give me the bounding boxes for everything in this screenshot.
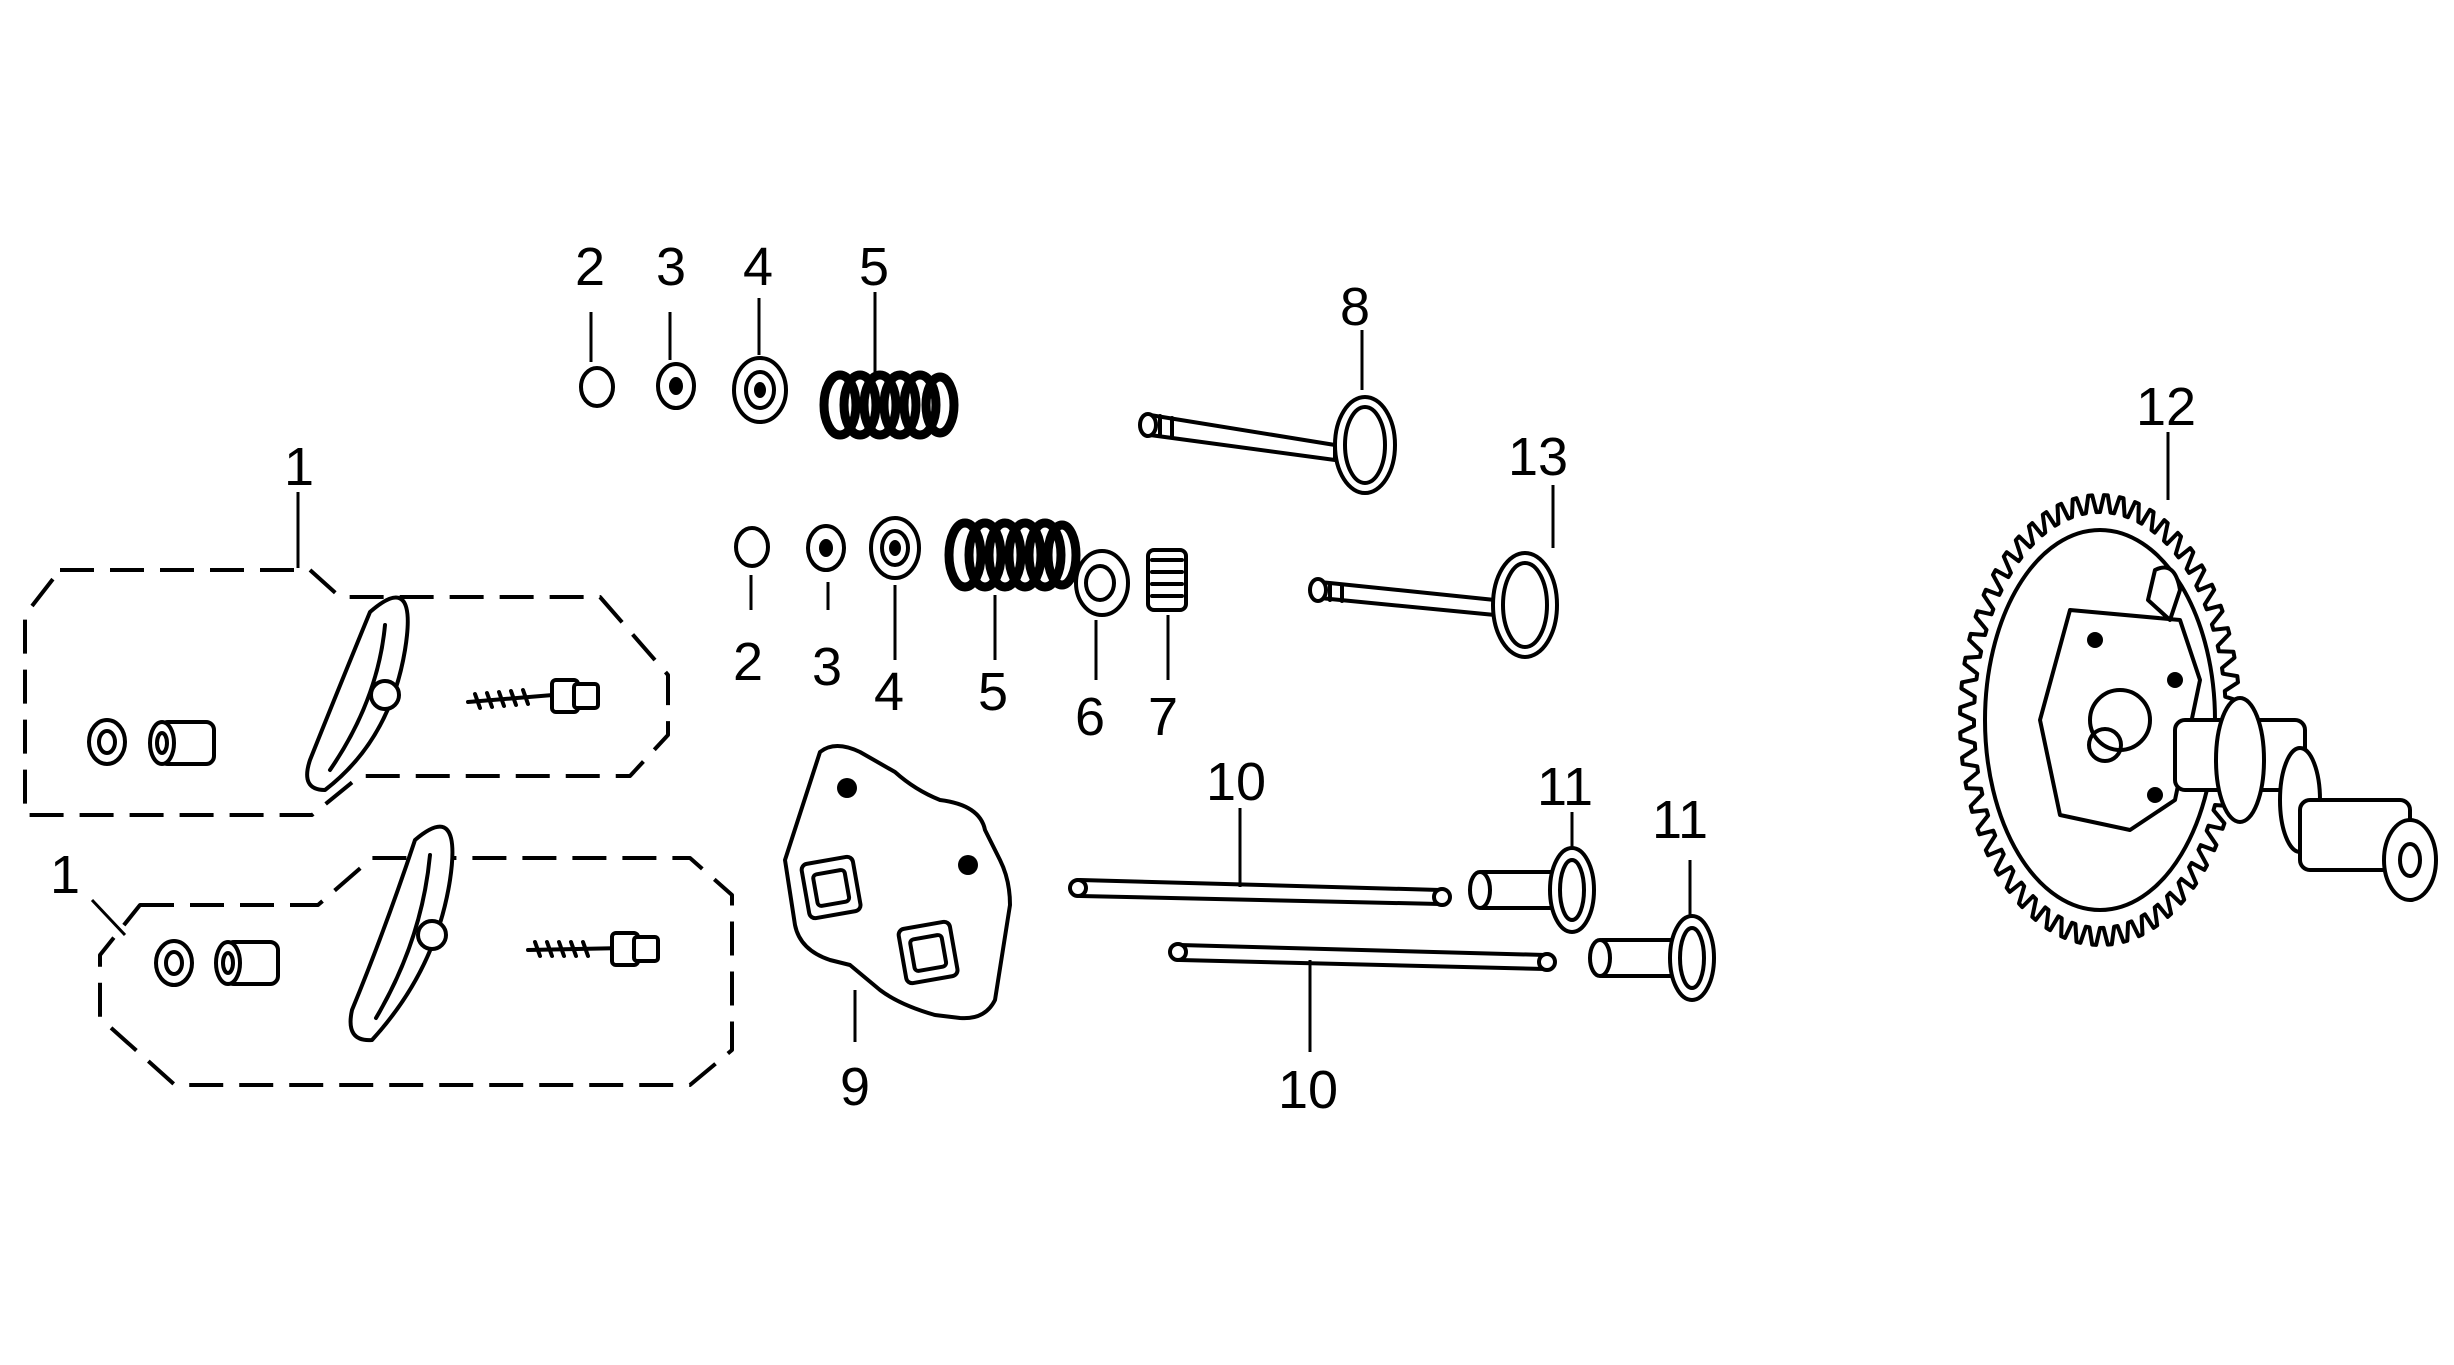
callout-10-lower: 10 <box>1278 1060 1338 1120</box>
rocker-arm-upper <box>305 595 410 792</box>
valve-retainer-clip-lower <box>806 524 846 610</box>
rocker-nut-upper <box>87 718 127 766</box>
spring-retainer-upper <box>732 298 788 424</box>
spring-retainer-lower <box>869 516 921 660</box>
callout-8: 8 <box>1340 277 1370 337</box>
exhaust-valve <box>1308 485 1559 659</box>
rocker-nut-lower <box>154 939 194 987</box>
callout-10-upper: 10 <box>1206 752 1266 812</box>
camshaft-gear <box>1958 432 2438 947</box>
callout-3-upper: 3 <box>656 237 686 297</box>
callout-6: 6 <box>1075 687 1105 747</box>
callout-4-lower: 4 <box>874 662 904 722</box>
tappet-upper <box>1468 812 1596 934</box>
tappet-lower <box>1588 860 1716 1002</box>
callout-1-upper: 1 <box>284 437 314 497</box>
rocker-stud-upper <box>466 678 600 714</box>
valve-spring-seat <box>1074 549 1130 680</box>
callout-1-lower: 1 <box>50 845 80 905</box>
valve-cotter-lower <box>734 526 770 610</box>
push-rod-upper <box>1068 808 1452 907</box>
callout-5-upper: 5 <box>859 237 889 297</box>
rocker-assembly-lower-outline <box>98 856 734 1087</box>
push-rod-lower <box>1168 942 1557 1052</box>
valve-spring-upper <box>819 292 959 440</box>
callout-2-upper: 2 <box>575 237 605 297</box>
rocker-pivot-upper <box>148 720 216 766</box>
callout-7: 7 <box>1148 687 1178 747</box>
valve-guide-plate <box>783 744 1012 1042</box>
rocker-assembly-upper-outline <box>23 568 670 817</box>
valve-spring-lower <box>944 518 1081 660</box>
callout-11-upper: 11 <box>1537 757 1593 817</box>
valve-retainer-clip-upper <box>656 312 696 410</box>
leader-1-lower <box>90 898 127 937</box>
callout-2-lower: 2 <box>733 632 763 692</box>
callout-9: 9 <box>840 1057 870 1117</box>
callout-13: 13 <box>1508 427 1568 487</box>
valve-cotter-upper <box>579 312 615 408</box>
callout-5-lower: 5 <box>978 662 1008 722</box>
camshaft-hub <box>2038 565 2202 832</box>
valve-stem-seal <box>1146 548 1188 680</box>
callout-4-upper: 4 <box>743 237 773 297</box>
intake-valve <box>1138 330 1397 495</box>
callout-12: 12 <box>2136 377 2196 437</box>
rocker-arm-assembly-lower <box>90 824 734 1087</box>
rocker-pivot-lower <box>214 940 280 986</box>
callout-labels: 1 1 2 3 4 5 2 3 4 5 6 7 8 9 10 10 11 11 … <box>50 237 2196 1120</box>
rocker-arm-assembly-upper <box>23 492 670 817</box>
rocker-stud-lower <box>526 931 660 967</box>
camshaft-lobes <box>2173 696 2438 902</box>
callout-11-lower: 11 <box>1652 790 1708 850</box>
callout-3-lower: 3 <box>812 637 842 697</box>
rocker-arm-lower <box>348 824 455 1043</box>
